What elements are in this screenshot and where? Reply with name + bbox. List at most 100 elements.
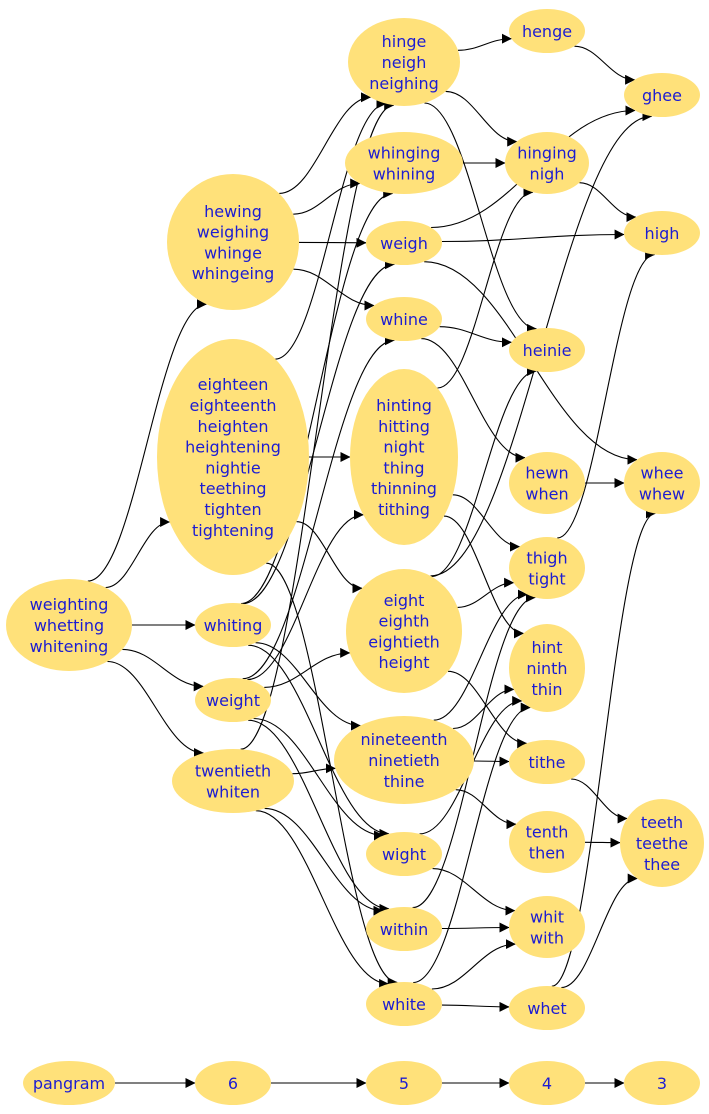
edge-eight-to-heinie <box>431 366 537 578</box>
edge-weigh-to-high <box>441 229 625 243</box>
node-n3: 3 <box>624 1061 700 1105</box>
node-label: nightie <box>205 458 260 477</box>
node-ellipse <box>509 9 585 53</box>
edge-nineteenth-to-hint <box>452 684 515 730</box>
node-n4: 4 <box>509 1061 585 1105</box>
edge-whiting-to-weigh <box>242 259 395 605</box>
node-label: tithing <box>378 500 430 519</box>
node-ellipse <box>366 221 442 265</box>
node-ellipse <box>624 452 700 514</box>
node-ellipse <box>157 339 309 575</box>
node-wight: wight <box>366 832 442 876</box>
node-label: whetting <box>34 616 104 635</box>
node-ellipse <box>345 132 463 194</box>
edge-hinting-to-hint <box>443 515 524 639</box>
node-label: whiting <box>204 616 263 635</box>
node-label: whinge <box>204 243 262 262</box>
node-ellipse <box>509 811 585 873</box>
node-tithe: tithe <box>509 740 585 784</box>
node-label: weighting <box>30 595 109 614</box>
edge-whet-to-teeth <box>561 873 638 989</box>
node-ellipse <box>624 73 700 117</box>
node-label: ninetieth <box>368 751 440 770</box>
node-whet: whet <box>509 986 585 1030</box>
node-ellipse <box>620 799 704 887</box>
edge-whet-to-whee <box>551 508 656 987</box>
edge-within-to-thigh <box>412 592 536 909</box>
node-whiting: whiting <box>195 603 271 647</box>
node-label: whiten <box>206 782 260 801</box>
node-label: nineteenth <box>360 730 447 749</box>
node-ellipse <box>366 297 442 341</box>
node-label: nigh <box>530 164 565 183</box>
node-label: thee <box>644 855 680 874</box>
node-label: tenth <box>526 823 569 842</box>
edge-weighting-to-twentieth <box>107 660 204 758</box>
node-ellipse <box>195 1061 271 1105</box>
node-label: white <box>382 995 426 1014</box>
edge-whine-to-heinie <box>439 326 512 348</box>
node-ellipse <box>509 740 585 784</box>
node-label: henge <box>522 22 572 41</box>
node-label: hewn <box>525 464 568 483</box>
edge-hinge-to-henge <box>457 33 512 51</box>
node-ellipse <box>624 211 700 255</box>
node-ellipse <box>509 986 585 1030</box>
node-label: hinge <box>382 32 427 51</box>
edge-hinge-to-hinging <box>445 90 518 147</box>
node-ellipse <box>509 896 585 958</box>
edge-weighting-to-eighteen <box>105 517 171 589</box>
node-label: twentieth <box>195 762 271 781</box>
node-label: hinging <box>517 144 577 163</box>
edge-weighting-to-weight <box>122 648 204 692</box>
node-label: tithe <box>529 753 566 772</box>
edge-white-to-whet <box>441 1001 510 1012</box>
edge-thigh-to-high <box>557 249 656 539</box>
node-ellipse <box>509 537 585 599</box>
node-label: thigh <box>526 549 567 568</box>
node-ellipse <box>348 18 460 106</box>
node-nineteenth: nineteenth ninetieth thine <box>334 716 474 804</box>
edge-white-to-hint <box>413 702 531 984</box>
node-ellipse <box>350 369 458 545</box>
edge-whiting-to-nineteenth <box>255 642 361 731</box>
edge-twentieth-to-white <box>255 810 390 989</box>
node-label: height <box>379 653 430 672</box>
node-label: teething <box>199 479 266 498</box>
node-ellipse <box>505 132 589 194</box>
node-label: 5 <box>399 1074 409 1093</box>
node-within: within <box>366 907 442 951</box>
edge-weight-to-within <box>248 719 390 914</box>
edge-weight-to-eight <box>264 647 351 688</box>
node-label: wight <box>382 845 426 864</box>
node-label: pangram <box>33 1074 105 1093</box>
edge-whine-to-hewn <box>421 338 526 463</box>
edge-tithe-to-teeth <box>571 778 628 824</box>
node-label: weigh <box>380 234 428 253</box>
node-label: hitting <box>378 417 430 436</box>
edge-twentieth-to-nineteenth <box>292 763 336 775</box>
node-label: whining <box>373 164 436 183</box>
node-label: tighten <box>204 500 261 519</box>
node-label: whet <box>527 999 566 1018</box>
edge-hinge-to-heinie <box>424 102 537 334</box>
node-label: thine <box>384 772 425 791</box>
node-label: hinting <box>376 396 432 415</box>
node-n6: 6 <box>195 1061 271 1105</box>
edge-wight-to-whit <box>432 868 516 916</box>
node-ellipse <box>366 832 442 876</box>
node-label: 6 <box>228 1074 238 1093</box>
node-label: whingeing <box>192 264 275 283</box>
node-label: eighteen <box>198 375 269 394</box>
node-ellipse <box>195 603 271 647</box>
node-label: hewing <box>204 202 262 221</box>
